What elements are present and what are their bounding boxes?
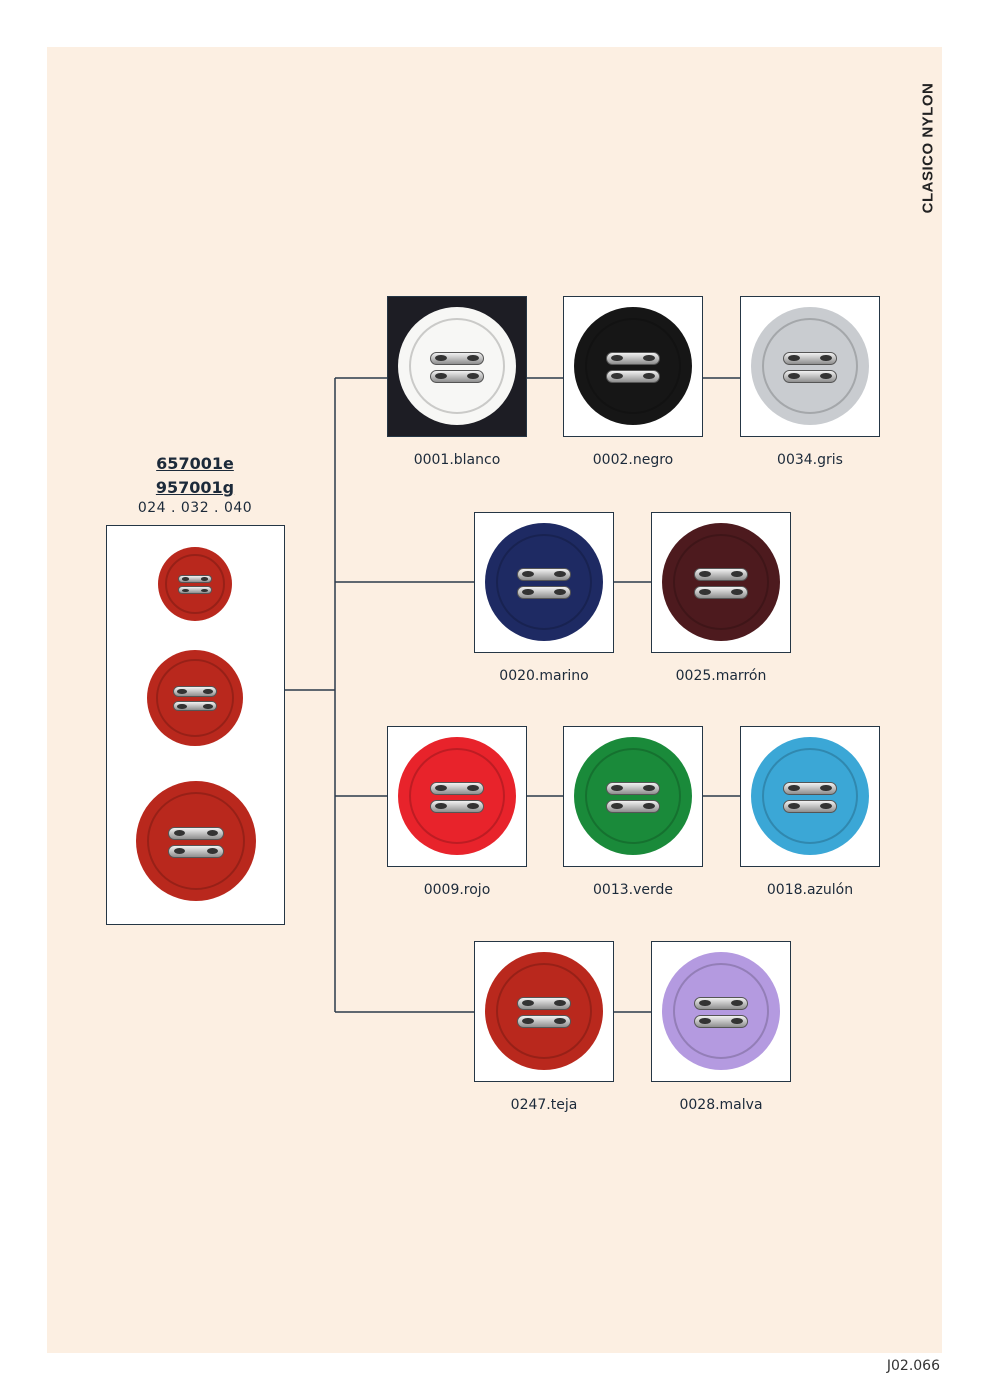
color-button: [574, 307, 692, 425]
color-code-label: 0002.negro: [592, 452, 674, 468]
color-code-label: 0034.gris: [777, 452, 843, 468]
color-button: [662, 952, 780, 1070]
page-code: J02.066: [886, 1358, 940, 1374]
product-sizes: 024 . 032 . 040: [137, 500, 253, 516]
product-ref-1: 657001e: [156, 454, 234, 473]
color-swatch: [651, 941, 791, 1082]
color-code-label: 0020.marino: [499, 668, 589, 684]
color-swatch: [387, 726, 527, 867]
color-code-label: 0025.marrón: [675, 668, 767, 684]
size-sample-frame: [106, 525, 285, 925]
color-code-label: 0009.rojo: [423, 882, 491, 898]
color-button: [398, 737, 516, 855]
color-code-label: 0013.verde: [593, 882, 673, 898]
color-button: [398, 307, 516, 425]
button-size-024: [158, 547, 232, 621]
color-swatch: [387, 296, 527, 437]
color-swatch: [474, 512, 614, 653]
color-swatch: [563, 726, 703, 867]
color-swatch: [740, 726, 880, 867]
color-swatch: [651, 512, 791, 653]
button-size-040: [136, 781, 256, 901]
color-swatch: [474, 941, 614, 1082]
color-button: [662, 523, 780, 641]
color-button: [751, 307, 869, 425]
color-button: [751, 737, 869, 855]
color-code-label: 0028.malva: [679, 1097, 763, 1113]
color-button: [574, 737, 692, 855]
color-code-label: 0018.azulón: [766, 882, 854, 898]
product-ref-2: 957001g: [155, 478, 235, 497]
color-swatch: [563, 296, 703, 437]
color-swatch: [740, 296, 880, 437]
color-button: [485, 523, 603, 641]
color-button: [485, 952, 603, 1070]
button-size-032: [147, 650, 243, 746]
color-code-label: 0001.blanco: [413, 452, 501, 468]
color-code-label: 0247.teja: [510, 1097, 578, 1113]
